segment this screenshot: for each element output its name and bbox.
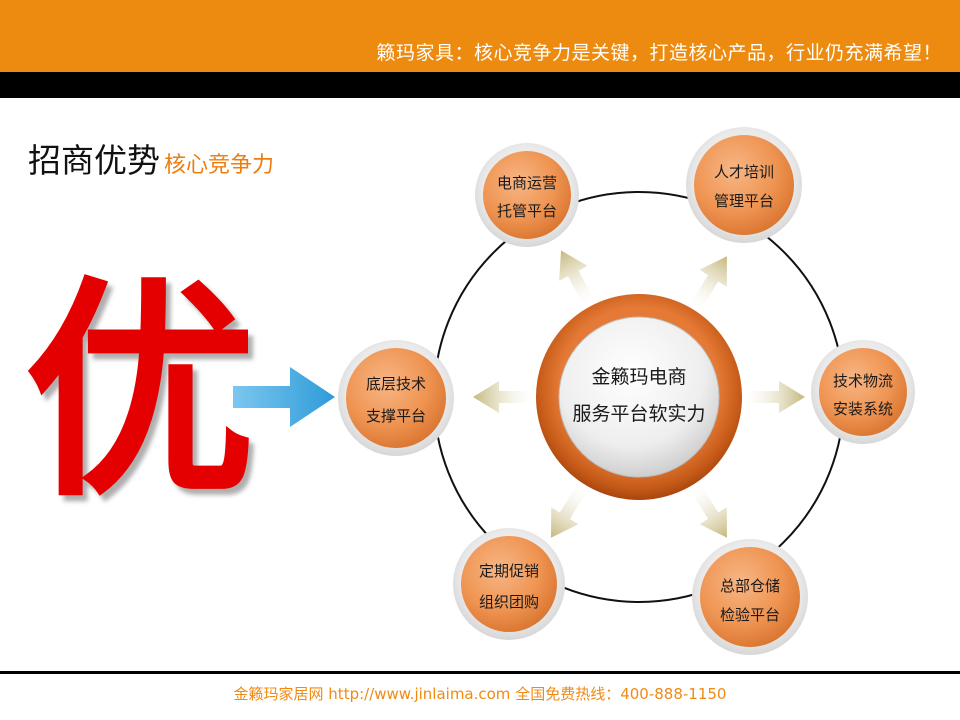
- header-divider: [0, 72, 960, 98]
- node-ecommerce-line2: 托管平台: [497, 202, 557, 220]
- node-talent-line2: 管理平台: [714, 192, 774, 210]
- title-main: 招商优势: [28, 141, 160, 180]
- node-promotion: 定期促销 组织团购: [453, 528, 565, 640]
- node-talent-line1: 人才培训: [714, 163, 774, 181]
- arrow-to-talent: [690, 256, 727, 311]
- title-sub: 核心竞争力: [164, 153, 275, 178]
- node-promotion-line2: 组织团购: [479, 593, 539, 611]
- node-ecommerce-line1: 电商运营: [497, 174, 557, 192]
- node-tech-logistics: 技术物流 安装系统: [811, 340, 915, 444]
- arrow-to-ecommerce: [559, 250, 595, 307]
- arrow-to-warehouse: [690, 483, 727, 538]
- center-label-line1: 金籁玛电商: [591, 366, 686, 388]
- radial-arrows: [473, 250, 805, 538]
- node-tech-logistics-line1: 技术物流: [833, 372, 893, 390]
- node-tech-support-line2: 支撑平台: [366, 407, 426, 425]
- arrow-to-tech-support: [473, 381, 533, 413]
- advantage-character: 优: [24, 258, 257, 528]
- center-hub: 金籁玛电商 服务平台软实力: [536, 294, 742, 500]
- node-warehouse: 总部仓储 检验平台: [692, 539, 808, 655]
- node-tech-support-line1: 底层技术: [366, 375, 426, 393]
- footer-divider: [0, 671, 960, 674]
- arrow-to-tech-logistics: [745, 381, 805, 413]
- node-warehouse-line1: 总部仓储: [720, 577, 780, 595]
- node-tech-logistics-line2: 安装系统: [833, 400, 893, 418]
- center-label-line2: 服务平台软实力: [572, 403, 705, 425]
- header-bar: 籁玛家具：核心竞争力是关键，打造核心产品，行业仍充满希望！: [0, 0, 960, 72]
- node-tech-support: 底层技术 支撑平台: [338, 340, 454, 456]
- node-talent: 人才培训 管理平台: [686, 127, 802, 243]
- blue-arrow: [233, 367, 335, 427]
- node-ecommerce: 电商运营 托管平台: [475, 143, 579, 247]
- footer-contact: 金籁玛家居网 http://www.jinlaima.com 全国免费热线：40…: [233, 685, 727, 703]
- node-promotion-line1: 定期促销: [479, 562, 539, 580]
- banner-text: 籁玛家具：核心竞争力是关键，打造核心产品，行业仍充满希望！: [376, 42, 942, 64]
- page-title: 招商优势核心竞争力: [28, 134, 274, 182]
- node-warehouse-line2: 检验平台: [720, 606, 780, 624]
- arrow-to-promotion: [551, 483, 588, 538]
